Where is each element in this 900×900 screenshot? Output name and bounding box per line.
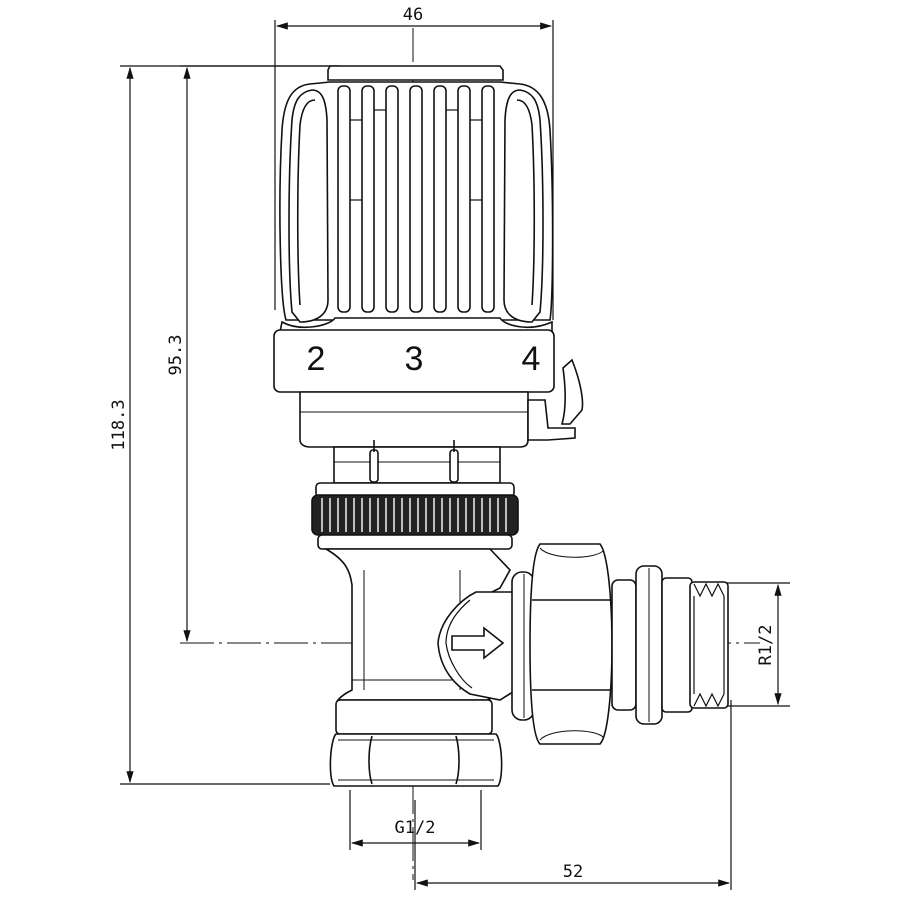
dimension-lines: [120, 20, 790, 890]
lever-tab: [560, 358, 584, 425]
dim-outlet-thread: R1/2: [756, 625, 776, 666]
knurled-nut: [311, 482, 519, 550]
dim-inlet-thread: G1/2: [395, 818, 436, 838]
scale-mark-4: 4: [522, 340, 541, 378]
flow-arrow-icon: [451, 626, 505, 660]
dim-offset: 52: [563, 862, 583, 882]
outlet-thread: [689, 581, 729, 709]
valve-neck: [333, 440, 501, 484]
latch: [527, 399, 576, 441]
thermostatic-head: [273, 65, 584, 448]
outlet-union-nut: [529, 543, 693, 745]
scale-mark-3: 3: [405, 340, 424, 378]
dim-height-total: 118.3: [109, 399, 129, 450]
scale-marks: 2 3 4: [307, 340, 541, 378]
grip-ribs: [337, 85, 495, 313]
scale-mark-2: 2: [307, 340, 326, 378]
valve-body: [323, 548, 535, 735]
knurling: [321, 498, 507, 532]
dim-height-axis: 95.3: [166, 335, 186, 376]
dim-width-top: 46: [403, 5, 423, 25]
inlet-hex-nut: [329, 733, 503, 787]
